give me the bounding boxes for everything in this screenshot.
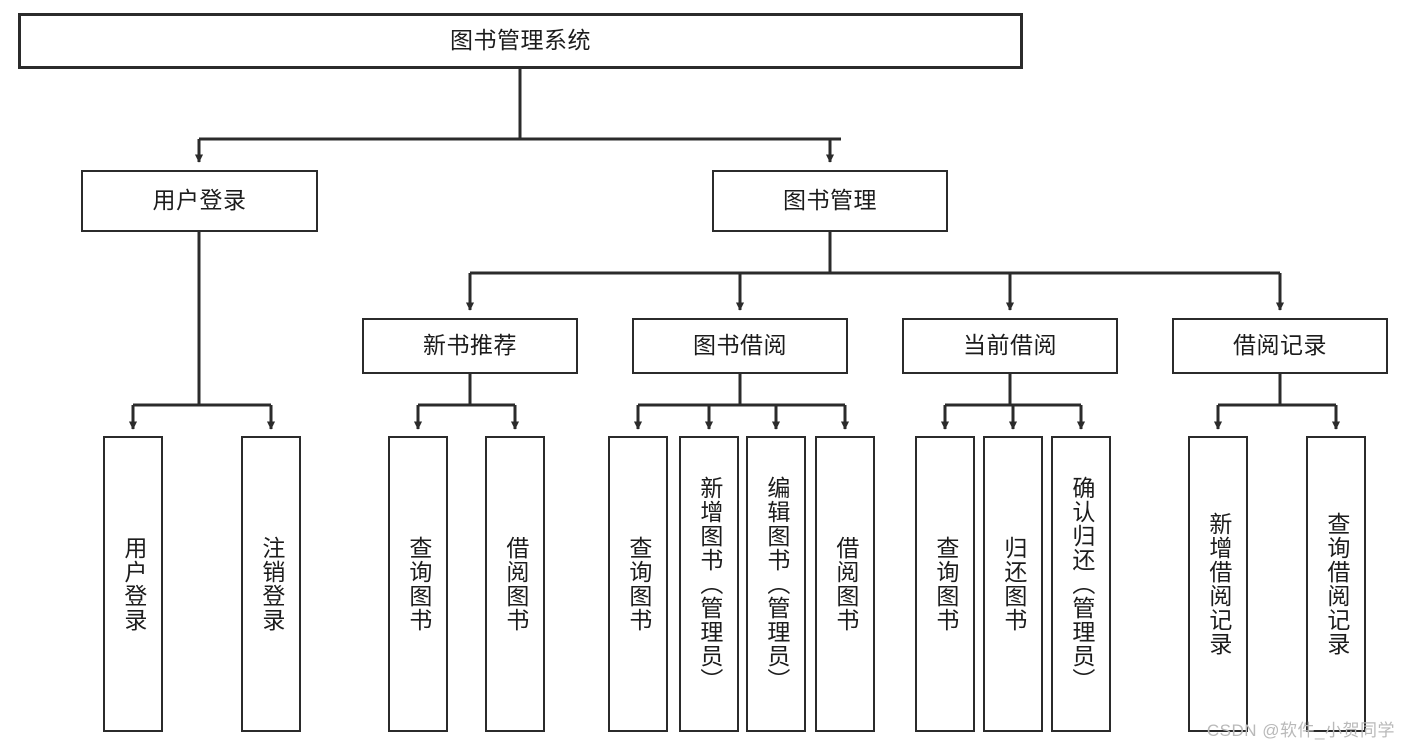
node-leaf-borrow-book-2[interactable]: 借阅图书 [815, 436, 875, 732]
node-leaf-query-book-2[interactable]: 查询图书 [608, 436, 668, 732]
node-leaf-query-book-1-label: 查询图书 [405, 536, 432, 632]
node-leaf-borrow-book-2-label: 借阅图书 [832, 536, 859, 632]
node-leaf-borrow-book-1-label: 借阅图书 [502, 536, 529, 632]
node-borrow-record[interactable]: 借阅记录 [1172, 318, 1388, 374]
node-leaf-edit-book-admin[interactable]: 编辑图书（管理员） [746, 436, 806, 732]
node-book-borrow-label: 图书借阅 [693, 332, 787, 359]
node-leaf-borrow-book-1[interactable]: 借阅图书 [485, 436, 545, 732]
node-book-manage-label: 图书管理 [783, 187, 877, 214]
node-root-label: 图书管理系统 [450, 27, 591, 54]
node-leaf-query-borrow-record-label: 查询借阅记录 [1323, 512, 1350, 656]
node-leaf-confirm-return[interactable]: 确认归还（管理员） [1051, 436, 1111, 732]
node-leaf-add-book-admin[interactable]: 新增图书（管理员） [679, 436, 739, 732]
node-leaf-confirm-return-label: 确认归还（管理员） [1068, 476, 1095, 692]
node-leaf-user-login-label: 用户登录 [120, 536, 147, 632]
node-user-login[interactable]: 用户登录 [81, 170, 318, 232]
node-book-manage[interactable]: 图书管理 [712, 170, 948, 232]
node-leaf-logout-login-label: 注销登录 [258, 536, 285, 632]
node-leaf-edit-book-admin-label: 编辑图书（管理员） [763, 476, 790, 692]
node-new-book-recommend[interactable]: 新书推荐 [362, 318, 578, 374]
node-leaf-query-book-1[interactable]: 查询图书 [388, 436, 448, 732]
node-current-borrow-label: 当前借阅 [963, 332, 1057, 359]
node-leaf-query-borrow-record[interactable]: 查询借阅记录 [1306, 436, 1366, 732]
node-leaf-add-borrow-record[interactable]: 新增借阅记录 [1188, 436, 1248, 732]
node-leaf-add-borrow-record-label: 新增借阅记录 [1205, 512, 1232, 656]
node-leaf-logout-login[interactable]: 注销登录 [241, 436, 301, 732]
node-leaf-return-book-label: 归还图书 [1000, 536, 1027, 632]
node-book-borrow[interactable]: 图书借阅 [632, 318, 848, 374]
node-new-book-recommend-label: 新书推荐 [423, 332, 517, 359]
node-borrow-record-label: 借阅记录 [1233, 332, 1327, 359]
node-root[interactable]: 图书管理系统 [18, 13, 1023, 69]
node-leaf-return-book[interactable]: 归还图书 [983, 436, 1043, 732]
node-leaf-query-book-3-label: 查询图书 [932, 536, 959, 632]
node-leaf-add-book-admin-label: 新增图书（管理员） [696, 476, 723, 692]
node-user-login-label: 用户登录 [152, 187, 247, 214]
node-leaf-query-book-2-label: 查询图书 [625, 536, 652, 632]
node-current-borrow[interactable]: 当前借阅 [902, 318, 1118, 374]
node-leaf-query-book-3[interactable]: 查询图书 [915, 436, 975, 732]
node-leaf-user-login[interactable]: 用户登录 [103, 436, 163, 732]
